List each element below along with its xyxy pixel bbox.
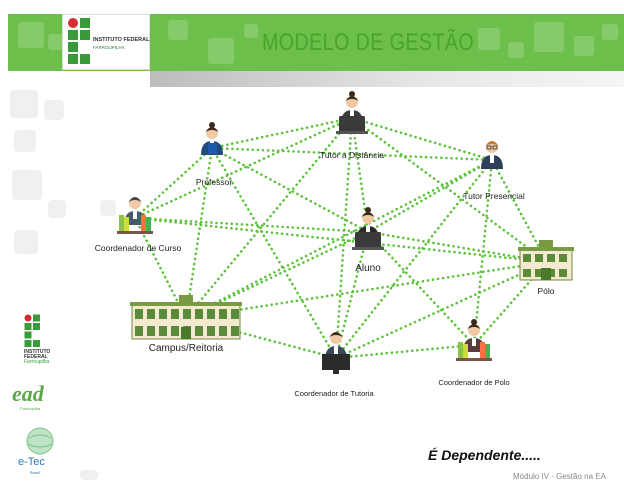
connector-aluno-coordenador_polo <box>366 230 476 347</box>
etec-logo-subtitle: Brasil <box>30 470 41 475</box>
ifet-line-1: INSTITUTO <box>24 349 51 355</box>
node-label-tutor-presencial: Tutor Presencial <box>463 191 525 201</box>
node-label-polo: Pólo <box>537 286 555 296</box>
connector-coordenador_tutoria-coordenador_polo <box>334 343 476 360</box>
connector-tutor_presencial-polo <box>490 158 549 264</box>
connector-aluno-polo <box>366 230 549 264</box>
connector-campus_reitoria-polo <box>184 260 549 320</box>
dependency-statement: É Dependente..... <box>428 447 541 463</box>
building-icon-campus-reitoria <box>130 295 242 340</box>
slide-title: MODELO DE GESTÃO <box>262 29 475 56</box>
node-label-aluno: Aluno <box>355 263 381 274</box>
ifet-mark-icon <box>24 314 40 347</box>
connector-tutor_presencial-coordenador_tutoria <box>334 158 494 360</box>
connector-professor-tutor_presencial <box>210 146 494 162</box>
connector-tutor_distancia-professor <box>210 116 354 150</box>
node-label-coordenador-tutoria: Coordenador de Tutoria <box>294 389 374 398</box>
connector-tutor_presencial-aluno <box>366 158 494 234</box>
ead-logo-subtitle: Farroupilha <box>20 406 41 411</box>
connector-professor-aluno <box>210 146 370 234</box>
ifet-logo-mark <box>68 18 90 64</box>
node-label-coordenador-polo: Coordenador de Polo <box>438 378 510 387</box>
etec-logo: e-Tec <box>18 456 45 468</box>
ead-logo: ead <box>12 381 44 406</box>
ifet-side-logo: INSTITUTO FEDERAL Farroupilha <box>22 314 62 365</box>
connections <box>133 116 549 360</box>
header-pattern <box>8 14 624 71</box>
connector-tutor_distancia-coordenador_curso <box>133 116 354 220</box>
connector-coordenador_curso-aluno <box>133 216 370 234</box>
person-icon-aluno <box>352 207 384 250</box>
person-icon-coordenador-polo <box>456 319 492 361</box>
module-footer: Módulo IV - Gestão na EA <box>513 472 606 481</box>
person-icon-coordenador-curso <box>117 197 153 234</box>
connector-professor-coordenador_tutoria <box>210 146 338 360</box>
header-shadow-strip <box>150 71 624 87</box>
institution-logo: INSTITUTO FEDERAL FARROUPILHA <box>62 14 150 70</box>
node-label-coordenador-curso: Coordenador de Curso <box>94 243 182 253</box>
ifet-line-3: Farroupilha <box>24 359 50 365</box>
ifet-line-2: FEDERAL <box>24 354 48 360</box>
node-label-professor: Professor <box>195 177 233 187</box>
person-icon-tutor-distancia <box>336 91 368 134</box>
person-icon-coordenador-tutoria <box>322 332 350 374</box>
etec-globe-icon <box>26 427 54 455</box>
figures <box>117 91 574 374</box>
building-icon-polo <box>518 240 574 281</box>
connector-tutor_distancia-coordenador_tutoria <box>334 116 354 360</box>
logo-line-2: FARROUPILHA <box>93 45 125 50</box>
logo-line-1: INSTITUTO FEDERAL <box>93 37 150 43</box>
connector-professor-campus_reitoria <box>184 146 214 320</box>
person-icon-professor <box>201 122 223 155</box>
connector-tutor_distancia-tutor_presencial <box>350 116 494 162</box>
person-icon-tutor-presencial <box>481 141 503 169</box>
connector-professor-coordenador_curso <box>133 146 214 220</box>
connector-tutor_presencial-coordenador_polo <box>472 158 494 347</box>
connector-coordenador_curso-polo <box>133 216 549 264</box>
node-label-campus-reitoria: Campus/Reitoria <box>148 343 224 354</box>
node-label-tutor-distancia: Tutor a Distância <box>320 150 384 160</box>
connector-tutor_distancia-polo <box>350 116 549 264</box>
connector-coordenador_tutoria-polo <box>334 260 549 360</box>
connector-coordenador_curso-campus_reitoria <box>133 216 188 320</box>
